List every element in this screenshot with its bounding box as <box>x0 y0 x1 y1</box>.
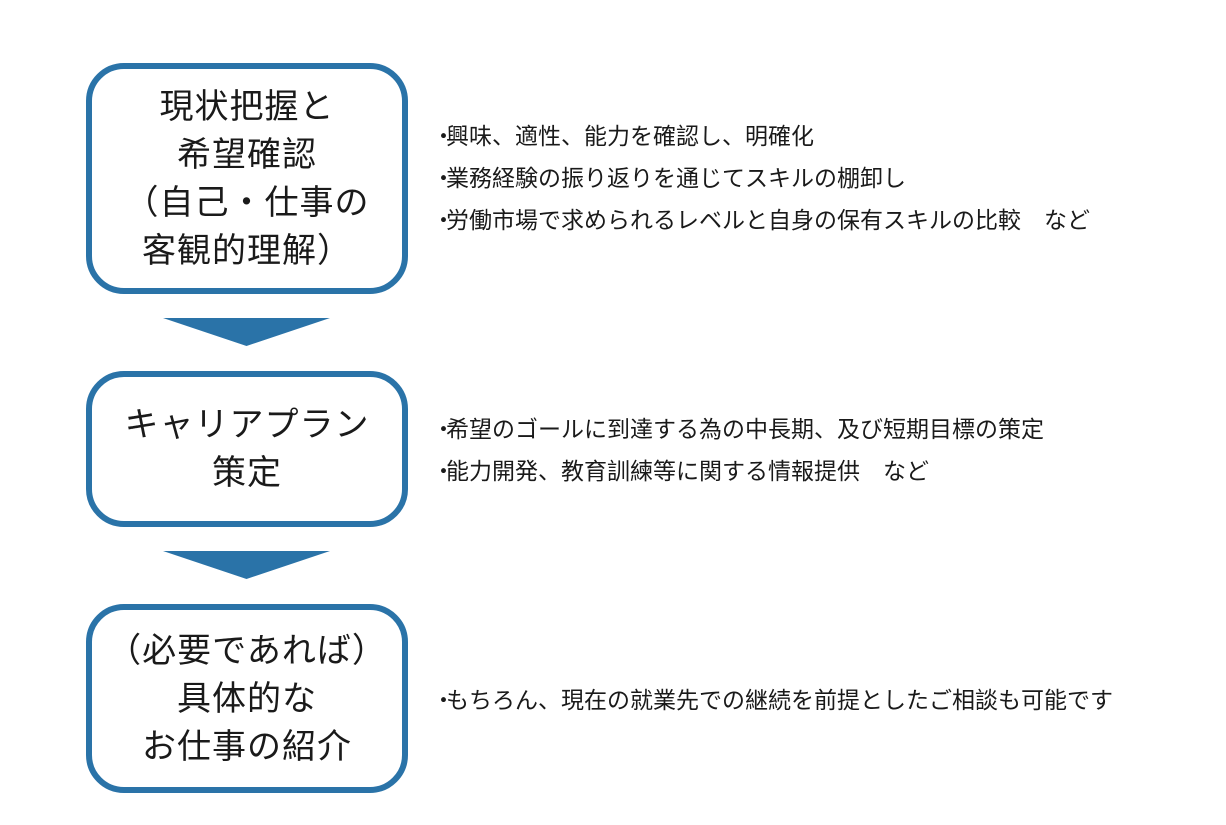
detail-text: 興味、適性、能力を確認し、明確化 <box>446 124 814 150</box>
step-details-job-introduction: ・もちろん、現在の就業先での継続を前提としたご相談も可能です <box>432 680 1113 722</box>
step-box-current-assessment: 現状把握と 希望確認 （自己・仕事の 客観的理解） <box>86 63 408 294</box>
detail-text: 能力開発、教育訓練等に関する情報提供 など <box>446 459 929 485</box>
bullet-marker: ・ <box>432 688 455 714</box>
detail-item: ・希望のゴールに到達する為の中長期、及び短期目標の策定 <box>432 409 1044 451</box>
bullet-marker: ・ <box>432 208 455 234</box>
detail-item: ・興味、適性、能力を確認し、明確化 <box>432 116 1090 158</box>
step-title-line: 現状把握と <box>159 86 335 127</box>
detail-item: ・能力開発、教育訓練等に関する情報提供 など <box>432 451 1044 493</box>
detail-item: ・もちろん、現在の就業先での継続を前提としたご相談も可能です <box>432 680 1113 722</box>
bullet-marker: ・ <box>432 459 455 485</box>
step-details-current-assessment: ・興味、適性、能力を確認し、明確化 ・業務経験の振り返りを通じてスキルの棚卸し … <box>432 116 1090 242</box>
detail-text: もちろん、現在の就業先での継続を前提としたご相談も可能です <box>446 688 1113 714</box>
step-title-line: お仕事の紹介 <box>142 726 352 767</box>
step-title-line: 希望確認 <box>177 134 317 175</box>
step-title-line: 具体的な <box>177 678 317 719</box>
down-arrow-icon <box>163 318 330 346</box>
step-title-line: 策定 <box>212 453 282 493</box>
step-title-line: （自己・仕事の <box>124 182 370 223</box>
step-details-career-plan: ・希望のゴールに到達する為の中長期、及び短期目標の策定 ・能力開発、教育訓練等に… <box>432 409 1044 493</box>
bullet-marker: ・ <box>432 166 455 192</box>
detail-item: ・労働市場で求められるレベルと自身の保有スキルの比較 など <box>432 200 1090 242</box>
detail-item: ・業務経験の振り返りを通じてスキルの棚卸し <box>432 158 1090 200</box>
step-box-job-introduction: （必要であれば） 具体的な お仕事の紹介 <box>86 604 408 793</box>
bullet-marker: ・ <box>432 124 455 150</box>
detail-text: 業務経験の振り返りを通じてスキルの棚卸し <box>446 166 906 192</box>
detail-text: 希望のゴールに到達する為の中長期、及び短期目標の策定 <box>446 417 1044 443</box>
step-title-line: 客観的理解） <box>142 230 352 271</box>
step-title-line: （必要であれば） <box>107 630 387 671</box>
detail-text: 労働市場で求められるレベルと自身の保有スキルの比較 など <box>446 208 1090 234</box>
down-arrow-icon <box>163 551 330 579</box>
step-title-line: キャリアプラン <box>124 405 370 445</box>
step-box-career-plan: キャリアプラン 策定 <box>86 371 408 527</box>
bullet-marker: ・ <box>432 417 455 443</box>
